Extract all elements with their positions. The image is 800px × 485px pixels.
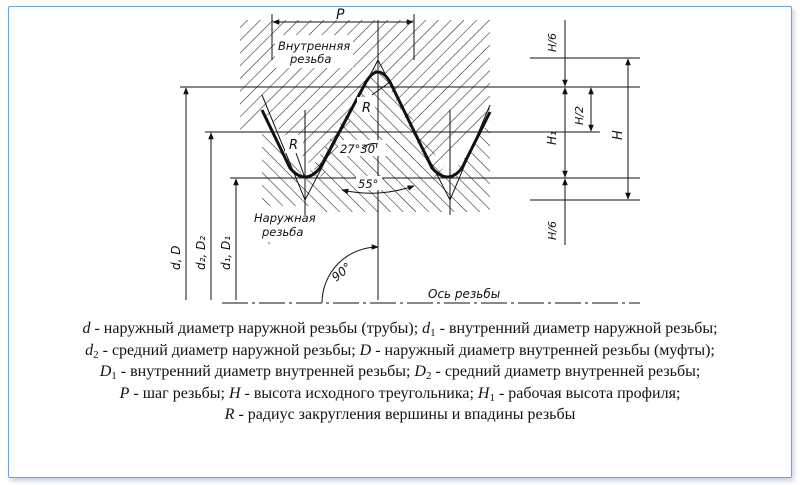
legend-entry: D1 - внутренний диаметр внутренней резьб… — [99, 363, 415, 382]
right-angle-label: 90° — [329, 260, 354, 284]
h1-label: H₁ — [545, 131, 559, 145]
internal-thread-label-2: резьба — [289, 52, 331, 66]
full-angle-label: 55° — [358, 177, 378, 191]
h-label: H — [611, 130, 626, 140]
legend-caption: d - наружный диаметр наружной резьбы (тр… — [70, 318, 730, 426]
legend-entry: H1 - рабочая высота профиля; — [477, 384, 681, 404]
legend-entry: D - наружный диаметр внутренней резьбы (… — [359, 341, 715, 359]
diameter-d1-D1-label: d₁, D₁ — [219, 236, 233, 270]
h6-bottom-label: H/6 — [546, 221, 559, 240]
diameter-d-D-label: d, D — [169, 246, 183, 271]
h2-label: H/2 — [573, 106, 586, 125]
legend-entry: H - высота исходного треугольника; — [228, 384, 478, 402]
radius-bottom-label: R — [289, 138, 298, 153]
diameter-d2-D2-label: d₂, D₂ — [194, 236, 208, 270]
radius-top-label: R — [362, 101, 371, 116]
legend-entry: R - радиус закругления вершины и впадины… — [224, 406, 576, 423]
legend-entry: d2 - средний диаметр наружной резьбы; — [85, 341, 360, 361]
internal-thread-label-1: Внутренняя — [278, 39, 350, 53]
external-thread-label-1: Наружная — [254, 211, 316, 225]
legend-entry: d1 - внутренний диаметр наружной резьбы; — [422, 320, 718, 339]
pitch-label: P — [336, 7, 345, 23]
legend-entry: P - шаг резьбы; — [119, 384, 229, 402]
thread-axis-label: Ось резьбы — [428, 287, 500, 301]
legend-entry: D2 - средний диаметр внутренней резьбы; — [414, 363, 701, 382]
external-thread-label-2: резьба — [261, 225, 303, 239]
thread-profile-diagram: P Внутренняя резьба Наружная резьба R R … — [169, 7, 640, 304]
half-angle-label: 27°30' — [340, 142, 378, 156]
legend-entry: d - наружный диаметр наружной резьбы (тр… — [82, 320, 423, 337]
h6-top-label: H/6 — [546, 33, 559, 52]
